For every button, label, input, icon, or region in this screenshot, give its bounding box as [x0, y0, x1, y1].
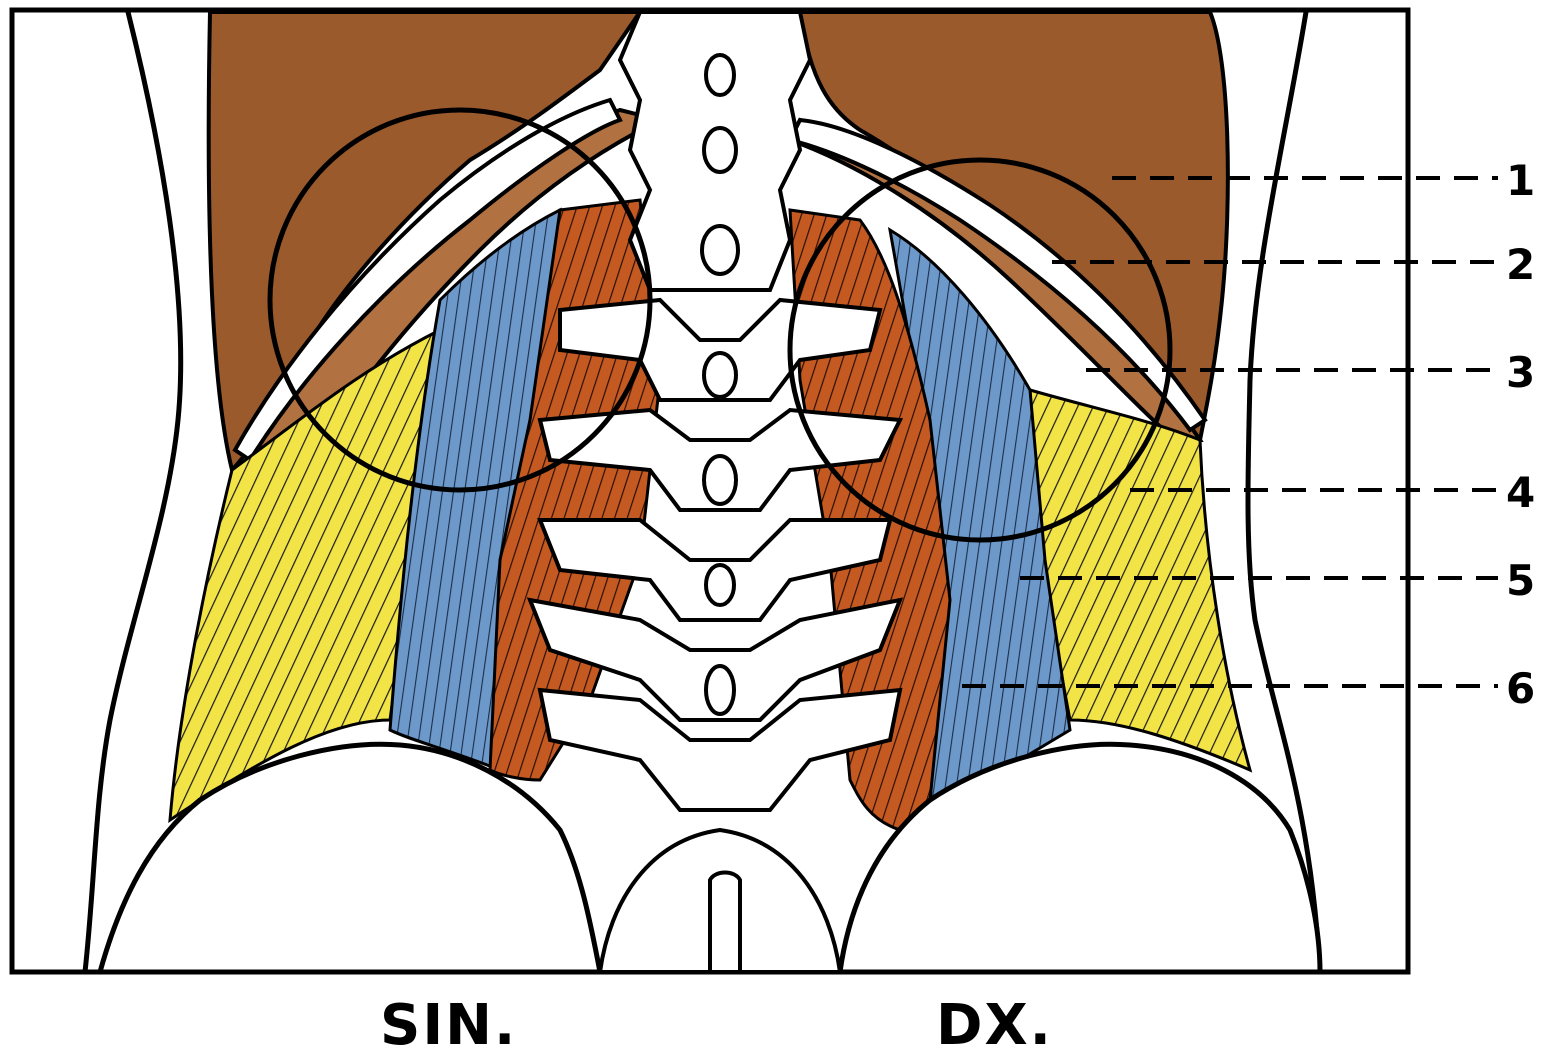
label-left-side: SIN.	[380, 996, 517, 1056]
callout-4: 4	[1506, 468, 1535, 517]
callout-3: 3	[1506, 348, 1535, 397]
callout-2: 2	[1506, 240, 1535, 289]
callout-5: 5	[1506, 556, 1535, 605]
callout-1: 1	[1506, 156, 1535, 205]
label-right-side: DX.	[936, 996, 1053, 1056]
callout-6: 6	[1506, 664, 1535, 713]
